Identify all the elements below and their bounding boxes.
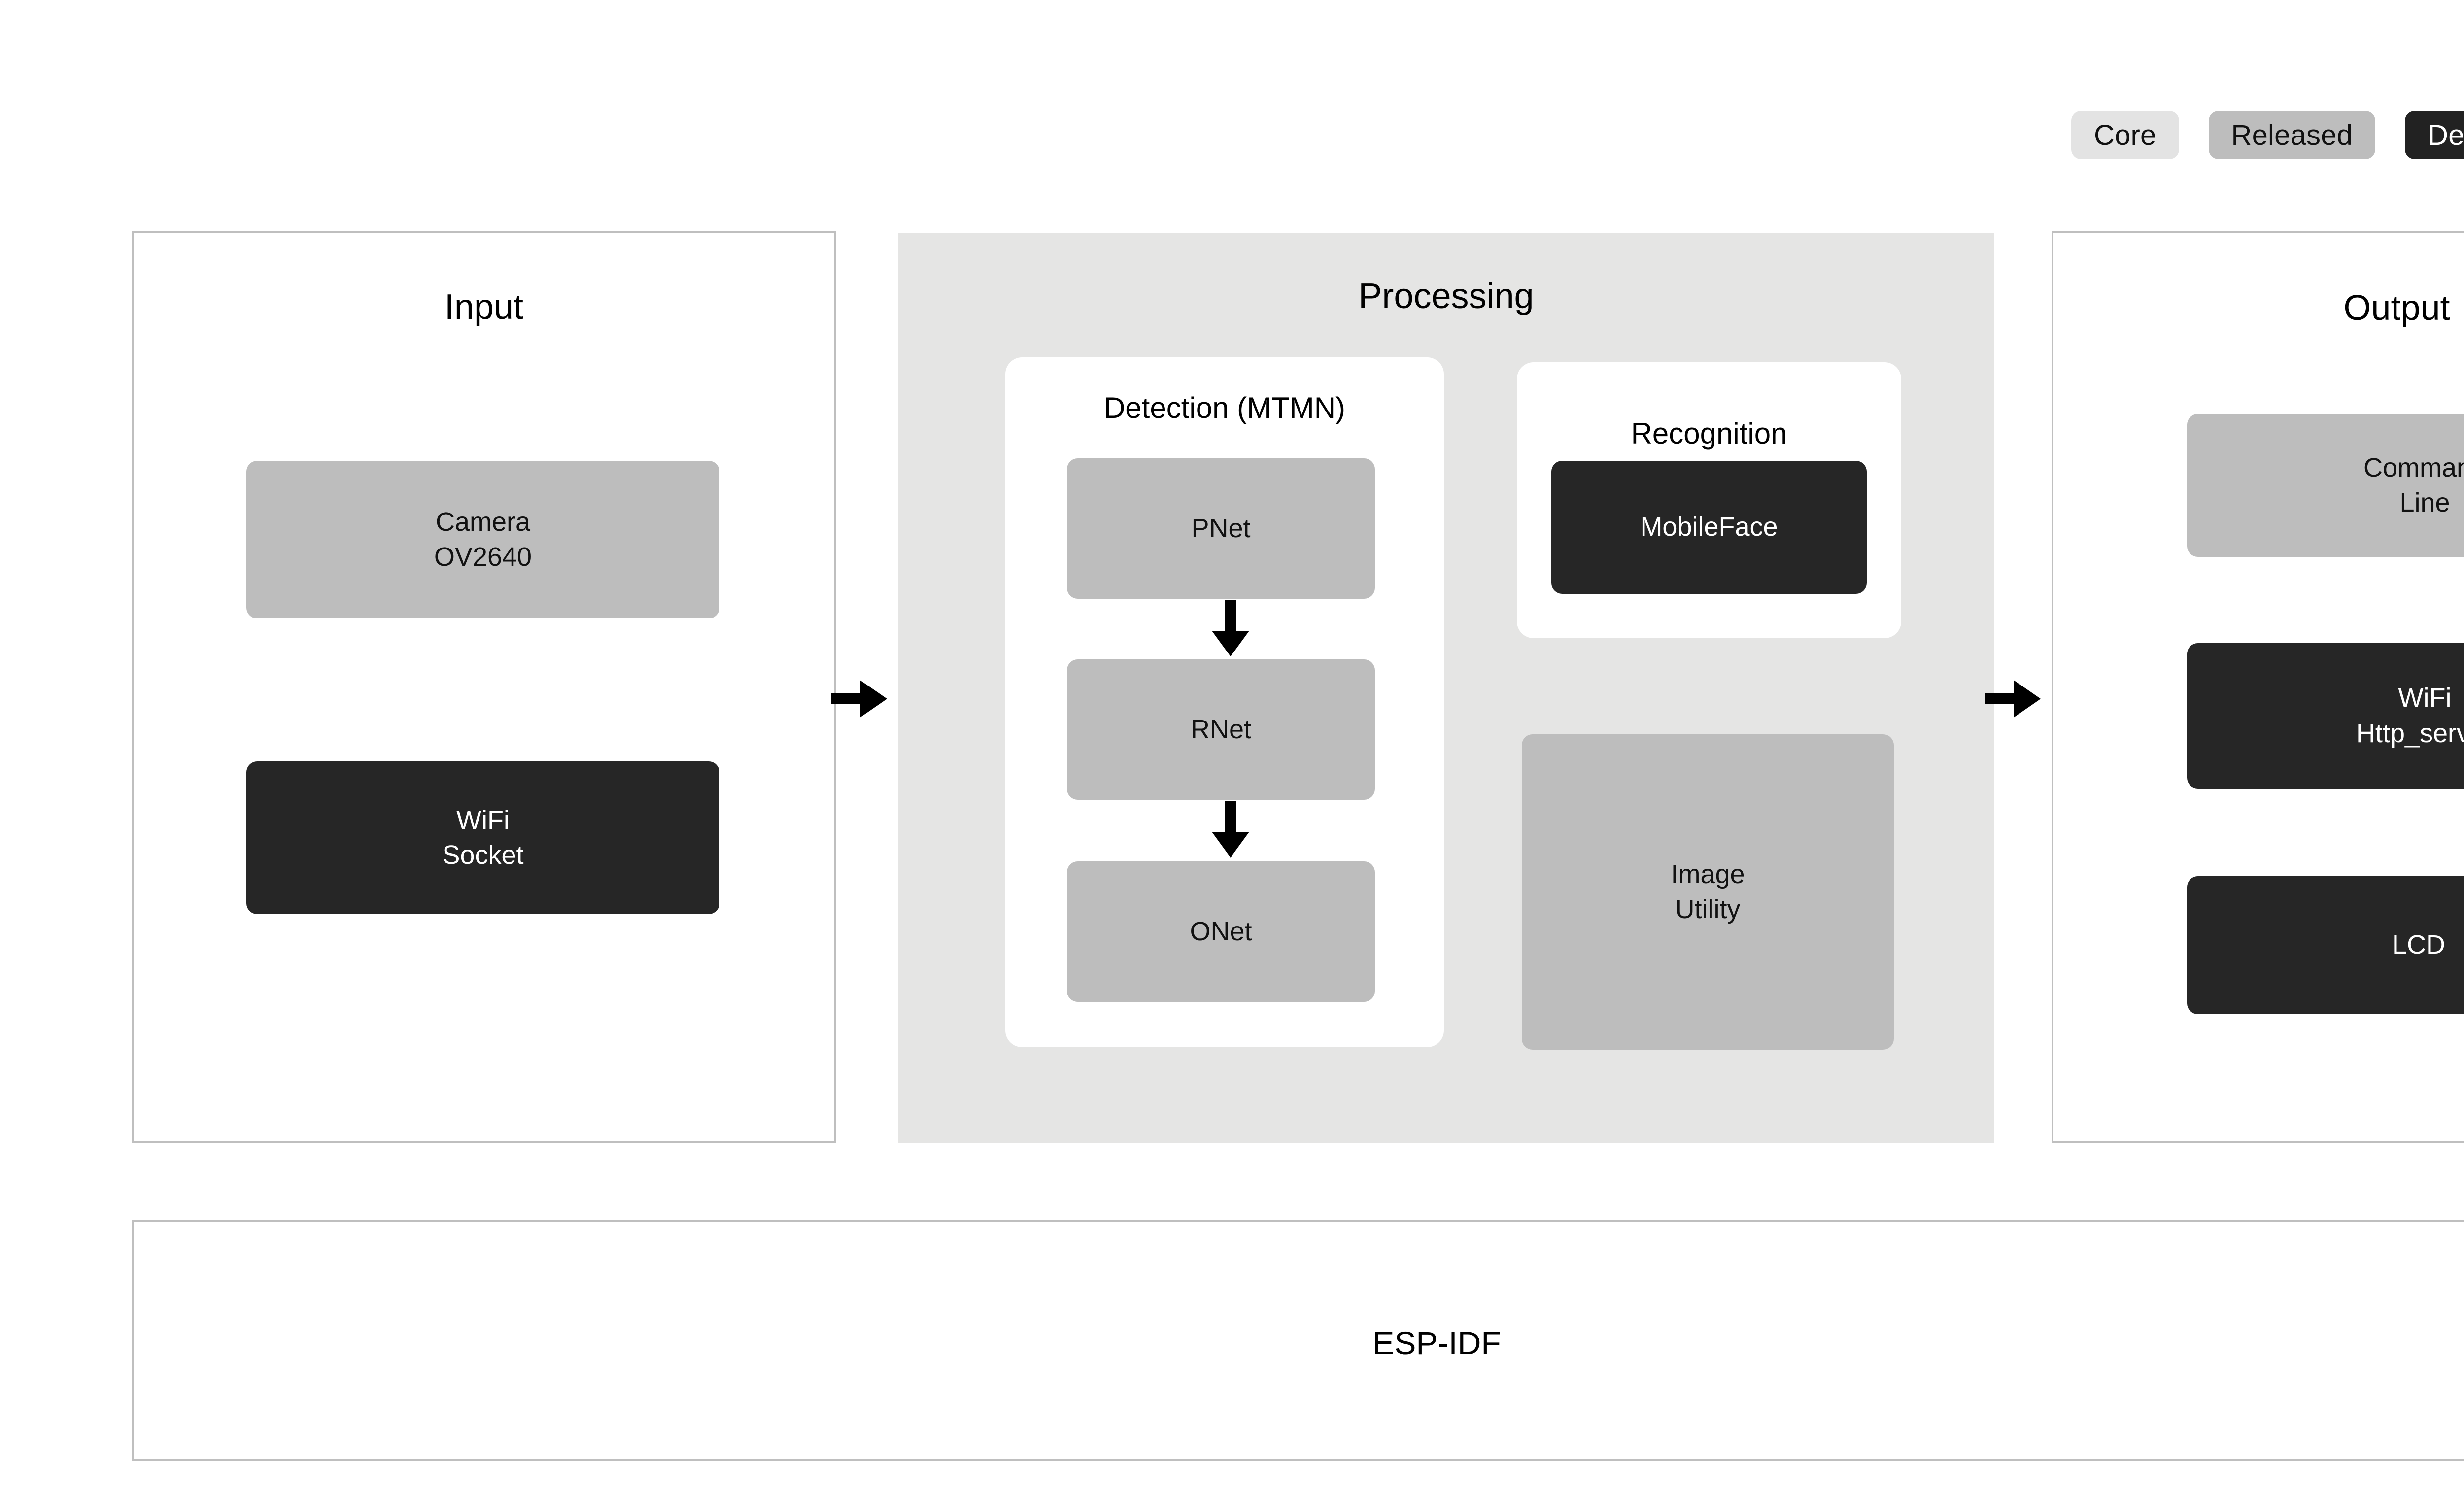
panel-processing-title: Processing — [1358, 276, 1534, 316]
box-onet-label: ONet — [1190, 916, 1252, 946]
box-wifi-http-server: WiFi Http_server — [2187, 643, 2464, 789]
box-rnet-label: RNet — [1190, 714, 1252, 744]
box-onet: ONet — [1067, 861, 1375, 1002]
box-command-line-line2: Line — [2399, 488, 2450, 517]
box-camera-line2: OV2640 — [434, 542, 532, 572]
box-command-line: Command Line — [2187, 414, 2464, 557]
arrow-input-to-processing-icon — [831, 680, 887, 718]
legend-label-developing: Developing — [2428, 119, 2464, 151]
box-image-utility: Image Utility — [1522, 734, 1894, 1050]
box-pnet: PNet — [1067, 458, 1375, 599]
legend: Core Released Developing — [2071, 111, 2464, 159]
card-detection-title: Detection (MTMN) — [1103, 391, 1346, 424]
arrow-rnet-to-onet-icon — [1212, 801, 1249, 858]
box-camera-line1: Camera — [435, 507, 531, 537]
arrow-shaft — [831, 693, 860, 704]
arrow-shaft — [1985, 693, 2014, 704]
legend-item-developing: Developing — [2405, 111, 2464, 159]
panel-input: Input — [132, 231, 836, 1143]
legend-item-core: Core — [2071, 111, 2179, 159]
box-mobileface-label: MobileFace — [1640, 512, 1778, 542]
box-wifi-socket-line2: Socket — [442, 840, 524, 870]
panel-esp-idf: ESP-IDF — [132, 1220, 2464, 1461]
panel-output-title: Output — [2343, 288, 2450, 328]
box-mobileface: MobileFace — [1551, 461, 1867, 594]
box-camera-ov2640: Camera OV2640 — [246, 461, 719, 618]
arrow-head — [860, 680, 887, 718]
legend-item-released: Released — [2208, 111, 2376, 159]
box-wifi-socket-line1: WiFi — [456, 805, 510, 835]
box-command-line-line1: Command — [2363, 452, 2464, 482]
legend-label-released: Released — [2231, 119, 2353, 151]
box-lcd-label: LCD — [2392, 930, 2446, 960]
arrow-head — [1212, 832, 1249, 858]
box-wifi-http-line2: Http_server — [2356, 718, 2464, 748]
panel-esp-idf-title: ESP-IDF — [1372, 1325, 1501, 1361]
box-image-utility-line1: Image — [1671, 859, 1745, 889]
box-lcd: LCD — [2187, 876, 2464, 1014]
arrow-shaft — [1225, 801, 1236, 832]
arrow-head — [2014, 680, 2041, 718]
arrow-shaft — [1225, 600, 1236, 631]
arrow-processing-to-output-icon — [1985, 680, 2041, 718]
box-wifi-socket: WiFi Socket — [246, 761, 719, 914]
arrow-pnet-to-rnet-icon — [1212, 600, 1249, 656]
panel-input-title: Input — [444, 287, 524, 327]
card-recognition-title: Recognition — [1631, 417, 1787, 450]
legend-label-core: Core — [2094, 119, 2156, 151]
box-pnet-label: PNet — [1191, 513, 1251, 543]
box-wifi-http-line1: WiFi — [2398, 683, 2452, 713]
box-image-utility-line2: Utility — [1675, 894, 1741, 924]
box-rnet: RNet — [1067, 659, 1375, 800]
arrow-head — [1212, 631, 1249, 656]
